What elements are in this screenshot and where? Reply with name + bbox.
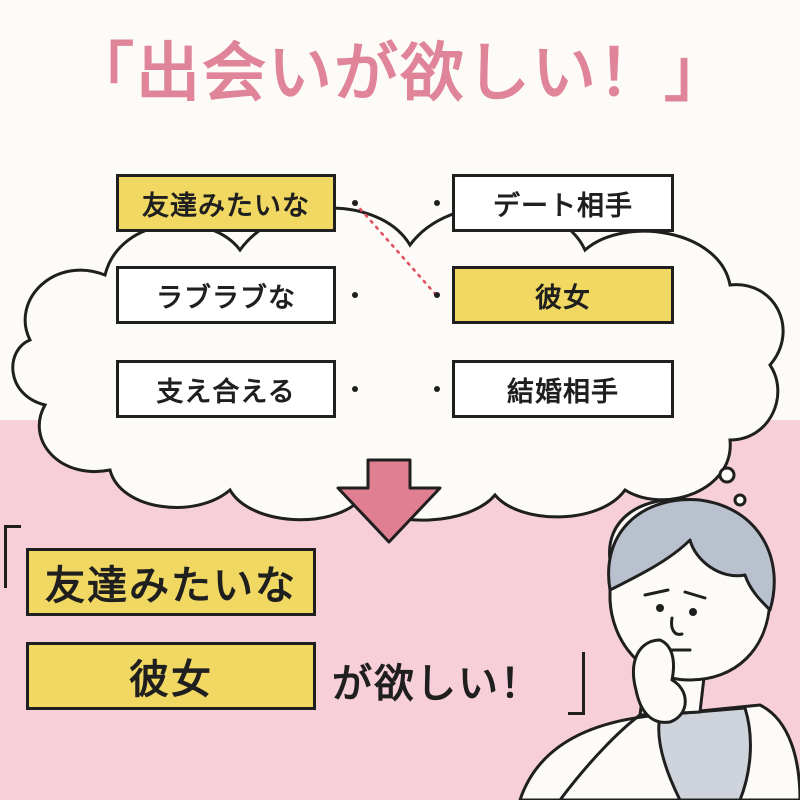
connector-dot [352,386,358,392]
option-label: デート相手 [493,190,633,222]
option-box-lovey-dovey: ラブラブな [116,266,336,324]
option-box-marriage-partner: 結婚相手 [452,360,674,418]
option-box-supportive: 支え合える [116,360,336,418]
option-box-date-partner: デート相手 [452,174,674,232]
option-label: 彼女 [535,282,591,314]
thought-bubble-2 [733,493,747,507]
connector-dot [434,200,440,206]
result-box-friend-like: 友達みたいな [26,548,316,616]
page-title: 「出会いが欲しい！」 [70,37,730,111]
option-label: ラブラブな [156,282,296,314]
connector-dot [352,200,358,206]
close-bracket [568,652,585,715]
down-arrow-icon [336,458,442,544]
connector-dot [352,292,358,298]
option-box-friend-like: 友達みたいな [116,174,336,232]
open-bracket [4,525,21,588]
option-label: 支え合える [156,376,296,408]
connector-dot [434,386,440,392]
result-suffix: が欲しい！ [332,661,542,707]
result-box-girlfriend: 彼女 [26,642,316,710]
result-label: 友達みたいな [45,563,297,609]
option-label: 結婚相手 [507,376,619,408]
connector-line [353,201,439,298]
option-label: 友達みたいな [142,190,310,222]
option-box-girlfriend: 彼女 [452,266,674,324]
thinking-person [518,497,800,800]
result-label: 彼女 [129,657,213,703]
connector-dot [434,292,440,298]
thought-bubble-1 [718,466,736,484]
